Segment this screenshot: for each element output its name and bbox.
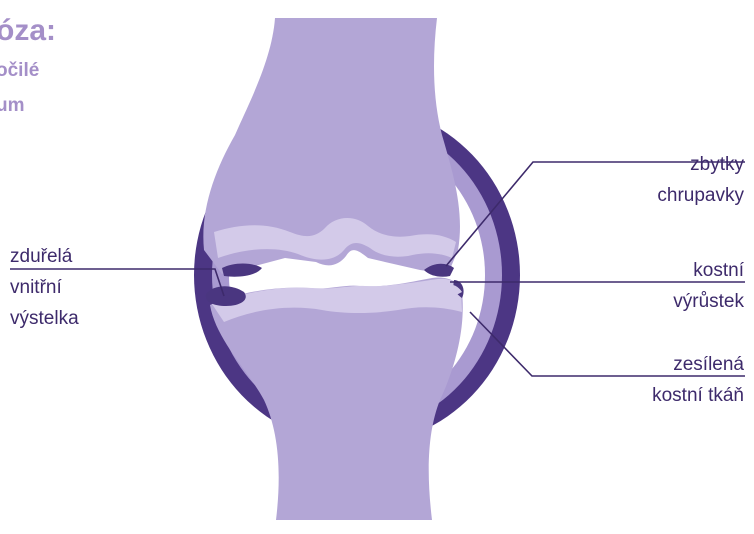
label-line: výstelka [10,303,79,334]
label-line: zduřelá [10,241,79,272]
label-line: výrůstek [673,286,744,317]
label-line: kostní [673,255,744,286]
label-line: kostní tkáň [652,380,744,411]
label-thickened-bone: zesílená kostní tkáň [652,349,744,411]
label-bone-spur: kostní výrůstek [673,255,744,317]
subtitle-line: um [0,95,25,117]
title-line: óza: [0,14,56,48]
label-line: vnitřní [10,272,79,303]
label-line: zbytky [657,149,744,180]
label-line: zesílená [652,349,744,380]
label-line: chrupavky [657,180,744,211]
label-cartilage-remnants: zbytky chrupavky [657,149,744,211]
label-swollen-lining: zduřelá vnitřní výstelka [10,241,79,334]
subtitle-line: očilé [0,60,39,82]
